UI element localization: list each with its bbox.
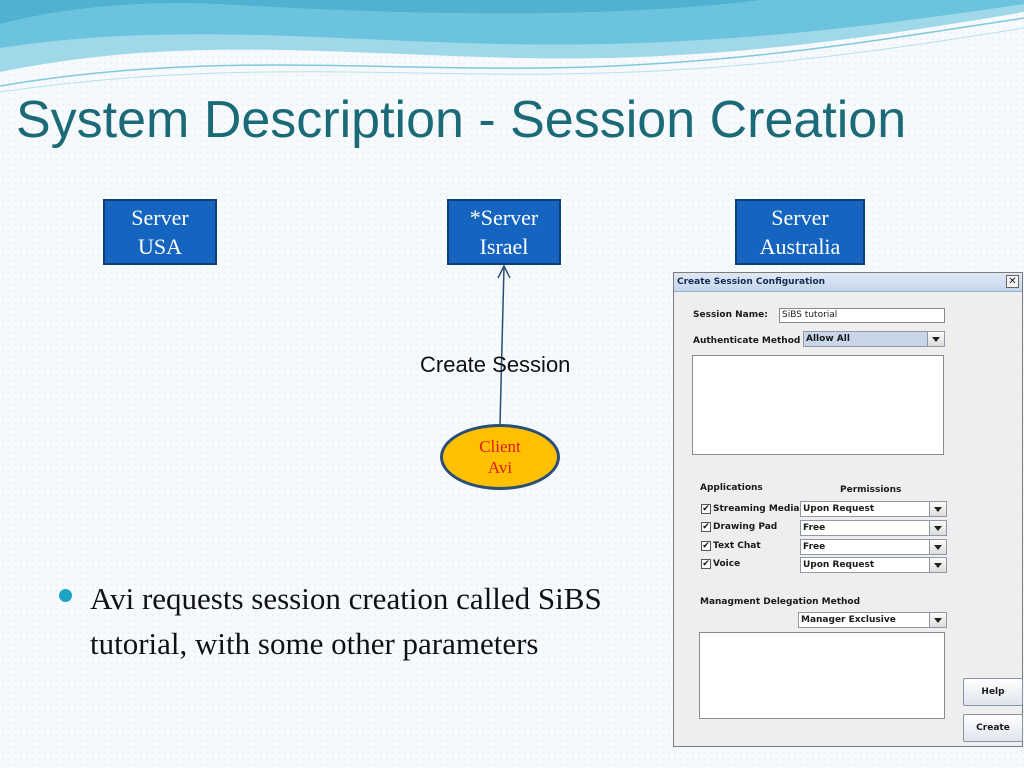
auth-method-select[interactable]: Allow All — [803, 331, 945, 347]
server-australia-line2: Australia — [759, 234, 841, 259]
chevron-down-icon[interactable] — [929, 521, 946, 535]
server-australia-box: Server Australia — [735, 199, 865, 265]
chevron-down-icon[interactable] — [929, 558, 946, 572]
voice-permission-select[interactable]: Upon Request — [800, 557, 947, 573]
session-name-input[interactable]: SiBS tutorial — [779, 308, 945, 323]
drawing-pad-label: Drawing Pad — [713, 522, 778, 532]
drawing-pad-permission-value: Free — [803, 523, 826, 533]
create-session-label: Create Session — [420, 352, 571, 377]
chevron-down-icon[interactable] — [929, 502, 946, 516]
delegation-details-area[interactable] — [699, 632, 945, 719]
dialog-title: Create Session Configuration — [677, 277, 826, 287]
slide-title: System Description - Session Creation — [16, 91, 907, 149]
delegation-method-value: Manager Exclusive — [801, 615, 896, 625]
drawing-pad-permission-select[interactable]: Free — [800, 520, 947, 536]
decorative-wave — [0, 0, 1024, 93]
text-chat-label: Text Chat — [713, 541, 761, 551]
create-button[interactable]: Create — [963, 714, 1023, 742]
auth-details-area[interactable] — [692, 355, 944, 455]
session-name-label: Session Name: — [693, 310, 768, 320]
streaming-media-label: Streaming Media — [713, 504, 800, 514]
auth-method-value: Allow All — [806, 334, 850, 344]
streaming-media-permission-value: Upon Request — [803, 504, 875, 514]
create-session-dialog: Create Session Configuration ✕ Session N… — [673, 272, 1023, 747]
applications-header: Applications — [700, 483, 763, 493]
server-usa-line1: Server — [131, 205, 189, 230]
server-israel-line2: Israel — [479, 234, 529, 259]
chevron-down-icon[interactable] — [929, 540, 946, 554]
voice-label: Voice — [713, 559, 741, 569]
drawing-pad-checkbox[interactable]: ✔ — [701, 522, 711, 532]
server-australia-line1: Server — [771, 205, 829, 230]
server-israel-line1: *Server — [469, 205, 539, 230]
client-line1: Client — [479, 437, 521, 456]
voice-checkbox[interactable]: ✔ — [701, 559, 711, 569]
server-usa-line2: USA — [137, 234, 182, 259]
streaming-media-permission-select[interactable]: Upon Request — [800, 501, 947, 517]
bullet-text: Avi requests session creation called SiB… — [90, 581, 602, 661]
server-israel-box: *Server Israel — [447, 199, 561, 265]
chevron-down-icon[interactable] — [929, 613, 946, 627]
delegation-method-select[interactable]: Manager Exclusive — [798, 612, 947, 628]
permissions-header: Permissions — [840, 485, 902, 495]
voice-permission-value: Upon Request — [803, 560, 875, 570]
auth-method-label: Authenticate Method — [693, 336, 801, 346]
client-line2: Avi — [487, 458, 513, 477]
text-chat-permission-value: Free — [803, 542, 826, 552]
streaming-media-checkbox[interactable]: ✔ — [701, 504, 711, 514]
client-avi-ellipse: Client Avi — [440, 424, 560, 490]
delegation-method-label: Managment Delegation Method — [700, 597, 861, 607]
text-chat-checkbox[interactable]: ✔ — [701, 541, 711, 551]
chevron-down-icon[interactable] — [927, 332, 944, 346]
text-chat-permission-select[interactable]: Free — [800, 539, 947, 555]
dialog-titlebar[interactable]: Create Session Configuration ✕ — [674, 273, 1022, 292]
bullet-point: Avi requests session creation called SiB… — [59, 576, 670, 666]
close-icon[interactable]: ✕ — [1006, 275, 1019, 288]
help-button[interactable]: Help — [963, 678, 1023, 706]
server-usa-box: Server USA — [103, 199, 217, 265]
bullet-dot-icon — [59, 589, 72, 602]
